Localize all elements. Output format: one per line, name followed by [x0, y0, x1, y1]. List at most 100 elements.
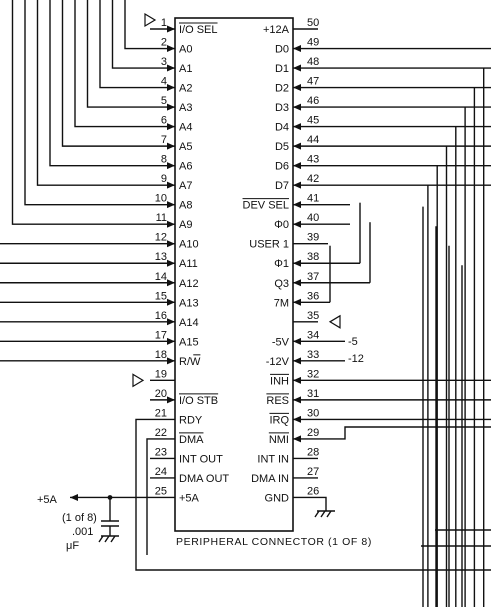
pin-number: 11 [156, 212, 167, 224]
input-arrow [167, 357, 175, 365]
pin-number: 50 [307, 17, 319, 29]
address-bus-wire [111, 0, 175, 69]
pin-number: 44 [307, 134, 319, 146]
io-arrow [293, 45, 301, 53]
io-arrow [293, 357, 301, 365]
arrowheads [70, 25, 301, 501]
io-arrow [293, 181, 301, 189]
pin-number: 7 [161, 134, 167, 146]
pin-label: A12 [179, 278, 199, 290]
input-arrow [167, 123, 175, 131]
io-arrow [293, 201, 301, 209]
pin-label: D2 [275, 83, 289, 95]
pin-label: A4 [179, 122, 192, 134]
cap-count-label: (1 of 8) [62, 512, 97, 524]
pin-number: 5 [161, 95, 167, 107]
input-arrow [167, 84, 175, 92]
pin-number: 40 [307, 212, 319, 224]
input-arrow [167, 220, 175, 228]
pin-number: 37 [307, 271, 319, 283]
pin-label: RES [266, 395, 289, 407]
external-labels: -5 -12 +5A (1 of 8) .001 μF [37, 336, 364, 552]
pin-number: 27 [307, 466, 319, 478]
pin-label: A6 [179, 161, 192, 173]
address-bus-wire [99, 0, 175, 89]
pin-number: 49 [307, 37, 319, 49]
address-bus-wire [11, 0, 175, 225]
input-arrow [167, 25, 175, 33]
pin-number: 20 [155, 388, 167, 400]
plus5a-label: +5A [37, 494, 58, 506]
nmi-wire [293, 426, 491, 440]
pin-label: DMA [179, 434, 204, 446]
io-arrow [293, 64, 301, 72]
pin-label: R/W [179, 356, 201, 368]
input-arrow [167, 142, 175, 150]
pin-number: 6 [161, 115, 167, 127]
pins: 1I/O SEL2A03A14A25A36A47A58A69A710A811A9… [155, 17, 320, 504]
pin-label: A13 [179, 297, 199, 309]
input-arrow [167, 240, 175, 248]
pin-label: D4 [275, 122, 289, 134]
pin-label: -5V [272, 336, 290, 348]
flag-icon [144, 12, 157, 28]
pin-number: 3 [161, 56, 167, 68]
pin-number: 47 [307, 76, 319, 88]
pin-number: 32 [307, 368, 319, 380]
minus12-label: -12 [348, 353, 364, 365]
io-arrow [293, 435, 301, 443]
pin-label: DMA OUT [179, 473, 229, 485]
pin-label: GND [265, 492, 290, 504]
pin-number: 28 [307, 446, 319, 458]
flag-icon [328, 314, 341, 329]
pin-label: DMA IN [251, 473, 289, 485]
pin-number: 45 [307, 115, 319, 127]
pin-number: 41 [307, 193, 319, 205]
pin-number: 43 [307, 154, 319, 166]
input-arrow [167, 45, 175, 53]
pin-label: A8 [179, 200, 192, 212]
connector-caption: PERIPHERAL CONNECTOR (1 OF 8) [176, 536, 372, 548]
address-bus-wire [61, 0, 175, 147]
input-arrow [167, 103, 175, 111]
pin-label: -12V [266, 356, 290, 368]
input-arrow [167, 318, 175, 326]
pin-number: 48 [307, 56, 319, 68]
pin-label: RDY [179, 414, 203, 426]
address-bus-wire [24, 0, 175, 206]
input-arrow [167, 337, 175, 345]
pin-number: 17 [155, 329, 167, 341]
input-arrow [167, 396, 175, 404]
pin-label: +5A [179, 492, 200, 504]
pin-label: A0 [179, 44, 192, 56]
pin-label: A3 [179, 102, 192, 114]
pin-number: 22 [155, 427, 167, 439]
io-arrow [293, 396, 301, 404]
pin-label: 7M [274, 297, 289, 309]
pin-number: 9 [161, 173, 167, 185]
pin-label: A10 [179, 239, 199, 251]
pin-number: 14 [155, 271, 167, 283]
ground-hatch [104, 535, 110, 543]
address-bus-wire [74, 0, 175, 128]
pin-number: 42 [307, 173, 319, 185]
pin-number: 12 [155, 232, 167, 244]
pin-label: I/O STB [179, 395, 218, 407]
pin-label: I/O SEL [179, 24, 218, 36]
junction-dot [107, 495, 113, 500]
pin-label: A7 [179, 180, 192, 192]
ground-hatch [326, 510, 332, 518]
pin-label: A15 [179, 336, 199, 348]
pin-label: NMI [269, 434, 289, 446]
pin-label: INT OUT [179, 453, 223, 465]
pin-number: 8 [161, 154, 167, 166]
pin-label: D3 [275, 102, 289, 114]
gnd-wire [293, 496, 327, 511]
address-bus-wire [86, 0, 175, 108]
pin-number: 26 [307, 485, 319, 497]
pin-number: 1 [161, 17, 167, 29]
pin-label: D0 [275, 44, 289, 56]
pin-label: USER 1 [249, 239, 289, 251]
